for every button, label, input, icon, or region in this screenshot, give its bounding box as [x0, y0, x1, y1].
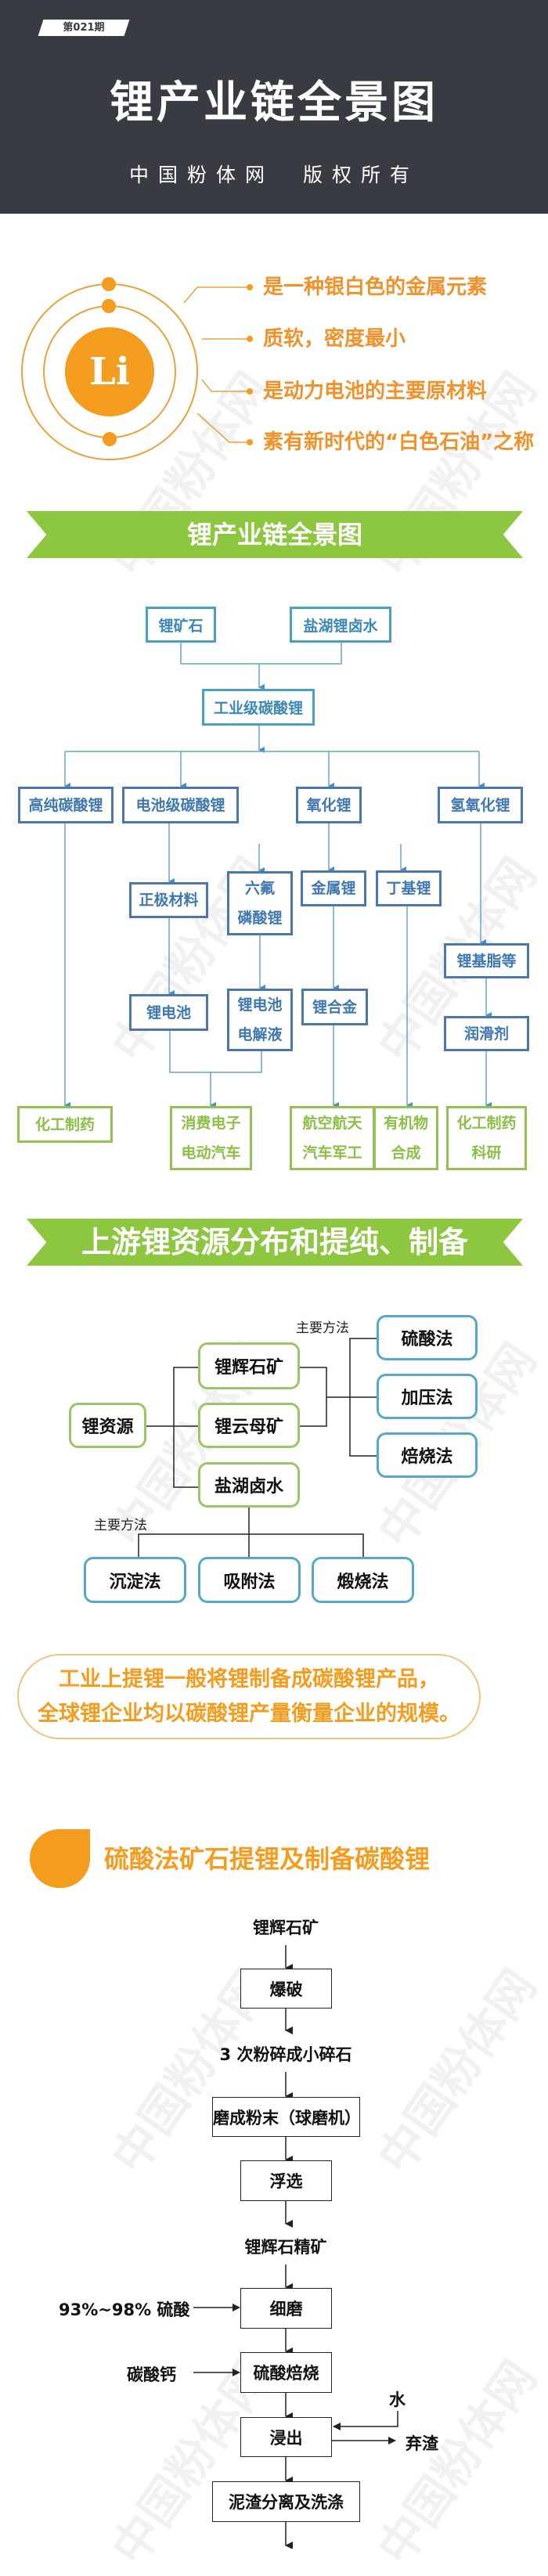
node-metal-lithium: 金属锂 — [301, 870, 366, 906]
method-sulfuric-acid: 硫酸法 — [377, 1315, 478, 1360]
node-cathode-material: 正极材料 — [129, 882, 208, 918]
node-line: 六氟 — [244, 880, 275, 897]
step-leaching: 浸出 — [240, 2417, 332, 2457]
node-lithium-hydroxide: 氢氧化锂 — [438, 787, 523, 823]
node-lithium-ore: 锂矿石 — [146, 607, 216, 643]
method-label: 主要方法 — [94, 1518, 147, 1533]
input-water: 水 — [389, 2390, 406, 2409]
step-separation-washing: 泥渣分离及洗涤 — [212, 2481, 360, 2522]
app-organic-synthesis: 有机物 合成 — [373, 1106, 438, 1170]
node-lithium-alloy: 锂合金 — [301, 989, 368, 1025]
section-banner-upstream: 上游锂资源分布和提纯、制备 — [27, 1219, 523, 1266]
app-line: 化工制药 — [456, 1115, 517, 1132]
step-concentrate: 锂辉石精矿 — [244, 2238, 327, 2257]
node-lepidolite: 锂云母矿 — [198, 1403, 300, 1448]
input-calcium-carbonate: 碳酸钙 — [127, 2365, 176, 2384]
app-line: 有机物 — [383, 1115, 428, 1132]
app-line: 合成 — [391, 1144, 421, 1162]
banner-title: 上游锂资源分布和提纯、制备 — [81, 1225, 468, 1259]
app-chem-pharma: 化工制药 — [17, 1106, 113, 1143]
method-adsorption: 吸附法 — [198, 1557, 301, 1603]
step-blasting: 爆破 — [240, 1969, 332, 2009]
node-lithium-grease: 锂基脂等 — [444, 943, 529, 978]
node-high-purity-li2co3: 高纯碳酸锂 — [18, 787, 114, 823]
callout-line: 工业上提锂一般将锂制备成碳酸锂产品， — [59, 1666, 439, 1692]
node-brine: 盐湖卤水 — [198, 1462, 300, 1508]
node-lubricant: 润滑剂 — [444, 1016, 529, 1051]
fact-item: 是一种银白色的金属元素 — [263, 276, 488, 299]
output-waste-residue: 弃渣 — [406, 2434, 438, 2453]
node-lithium-battery: 锂电池 — [129, 994, 208, 1031]
node-electrolyte: 锂电池 电解液 — [227, 989, 293, 1051]
step-ball-milling: 磨成粉末（球磨机） — [212, 2097, 361, 2137]
method-roasting: 焙烧法 — [377, 1432, 478, 1478]
app-aerospace-military: 航空航天 汽车军工 — [290, 1106, 375, 1170]
node-battery-li2co3: 电池级碳酸锂 — [122, 787, 239, 823]
page-title: 锂产业链全景图 — [110, 77, 438, 128]
app-line: 汽车军工 — [302, 1144, 362, 1162]
app-chem-research: 化工制药 科研 — [446, 1106, 527, 1170]
node-spodumene: 锂辉石矿 — [198, 1342, 300, 1389]
node-lithium-oxide: 氧化锂 — [296, 787, 362, 823]
callout-line: 全球锂企业均以碳酸锂产量衡量企业的规模。 — [38, 1701, 460, 1726]
step-fine-grinding: 细磨 — [240, 2288, 332, 2329]
app-consumer-ev: 消费电子 电动汽车 — [170, 1106, 252, 1170]
node-butyl-lithium: 丁基锂 — [376, 870, 442, 906]
fact-item: 素有新时代的“白色石油”之称 — [263, 431, 535, 454]
method-calcination: 煅烧法 — [312, 1557, 414, 1603]
step-acid-roasting: 硫酸焙烧 — [240, 2352, 332, 2393]
method-label: 主要方法 — [296, 1320, 349, 1336]
node-industrial-li2co3: 工业级碳酸锂 — [202, 689, 315, 726]
banner-title: 锂产业链全景图 — [186, 520, 362, 549]
node-lithium-resources: 锂资源 — [69, 1403, 146, 1448]
node-lipf6: 六氟 磷酸锂 — [227, 871, 293, 935]
app-line: 电动汽车 — [181, 1144, 241, 1162]
node-line: 电解液 — [237, 1026, 283, 1043]
step-flotation: 浮选 — [240, 2160, 332, 2201]
lithium-symbol: Li — [89, 350, 130, 394]
step-crushing: 3 次粉碎成小碎石 — [219, 2045, 352, 2064]
app-line: 航空航天 — [302, 1115, 362, 1132]
app-line: 消费电子 — [181, 1115, 241, 1132]
page-subtitle: 中国粉体网 版权所有 — [128, 164, 419, 186]
method-precipitation: 沉淀法 — [84, 1557, 186, 1603]
fact-item: 是动力电池的主要原材料 — [263, 380, 488, 403]
callout-note: 工业上提锂一般将锂制备成碳酸锂产品， 全球锂企业均以碳酸锂产量衡量企业的规模。 — [17, 1654, 481, 1739]
section-title-process: 硫酸法矿石提锂及制备碳酸锂 — [104, 1844, 431, 1874]
node-line: 锂电池 — [237, 996, 283, 1014]
section-banner-chain: 锂产业链全景图 — [27, 511, 523, 558]
method-pressure: 加压法 — [377, 1374, 478, 1419]
step-ore: 锂辉石矿 — [253, 1918, 319, 1937]
node-salt-lake-brine: 盐湖锂卤水 — [290, 607, 391, 643]
input-sulfuric-acid: 93%~98% 硫酸 — [59, 2300, 190, 2319]
app-line: 科研 — [471, 1144, 502, 1162]
fact-item: 质软，密度最小 — [263, 327, 406, 351]
section-marker-icon — [30, 1829, 90, 1888]
node-line: 磷酸锂 — [237, 910, 283, 927]
